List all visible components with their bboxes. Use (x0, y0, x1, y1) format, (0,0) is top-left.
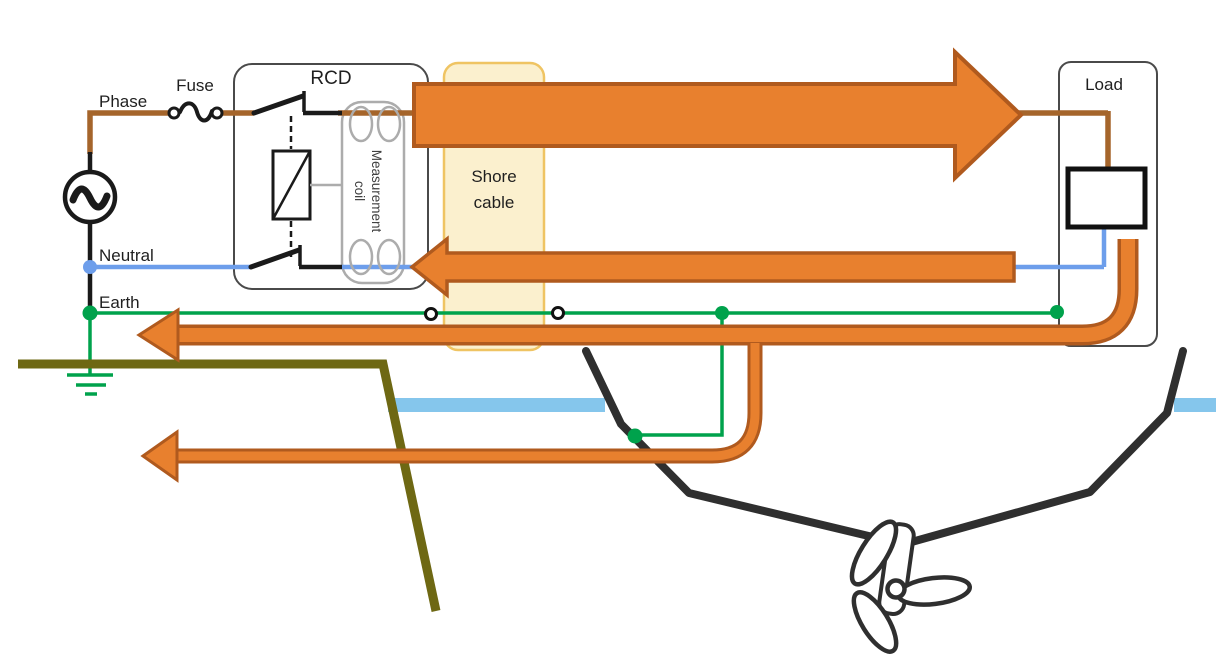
fuse-terminal-left (167, 106, 181, 120)
trip-relay-diagonal (271, 150, 312, 220)
measurement-coil-label-line2: coil (352, 181, 367, 201)
neutral-label: Neutral (99, 246, 154, 265)
measurement-coil-label-line1: Measurement (369, 150, 384, 233)
neutral-junction-dot (83, 260, 97, 274)
wire-labels: Phase Fuse Neutral Earth (99, 76, 214, 312)
rcd-label: RCD (310, 68, 351, 89)
load-label: Load (1085, 75, 1123, 94)
water-left (388, 398, 605, 412)
shore-socket-connector (551, 306, 565, 320)
propeller-blade (849, 519, 899, 587)
boat-hull-right (904, 347, 1187, 547)
water-right (1174, 398, 1216, 412)
water-fault-band (175, 343, 760, 461)
phase-current-arrow (412, 47, 1024, 183)
fuse-label: Fuse (176, 76, 214, 95)
earth-load-end-dot (1050, 305, 1064, 319)
rcd-unit: RCD Measurement coil (233, 63, 429, 290)
quay-wall-line (18, 359, 441, 612)
measurement-coil-box (340, 100, 406, 285)
load-element (1065, 166, 1148, 230)
water-fault-arrowhead (140, 429, 179, 483)
rcd-phase-switch-blade (251, 93, 306, 116)
propeller-hub (885, 578, 907, 600)
earth-fault-arrowhead (136, 307, 180, 363)
earth-fault-band (175, 239, 1135, 342)
load-box (1058, 61, 1158, 347)
rcd-box (233, 63, 429, 290)
fuse-terminal-right (210, 106, 224, 120)
neutral-current-arrow (409, 235, 1016, 299)
rcd-neutral-switch-blade (248, 247, 302, 270)
coil-loop-icon (348, 105, 374, 143)
earth-hull-bond-wire (639, 315, 724, 437)
load-unit: Load (1058, 61, 1158, 347)
earth-junction-dot (82, 305, 98, 321)
current-flows (136, 47, 1139, 483)
environment (18, 347, 1216, 654)
coil-loop-icon (376, 238, 402, 276)
shore-plug-connector (424, 307, 438, 321)
phase-wire-source (87, 110, 169, 154)
propeller-blade (851, 590, 899, 654)
shore-cable-label-line1: Shore (471, 167, 516, 186)
boat-hull-left (582, 347, 881, 542)
earth-bond-tap-dot (715, 306, 729, 320)
coil-loop-icon (376, 105, 402, 143)
fuse-element-icon (178, 101, 214, 123)
hull-bond-dot (627, 428, 643, 444)
shore-cable-label-line2: cable (474, 193, 515, 212)
propeller-icon (849, 519, 973, 654)
phase-label: Phase (99, 92, 147, 111)
ac-sine-icon (69, 185, 111, 211)
earth-label: Earth (99, 293, 140, 312)
coil-loop-icon (348, 238, 374, 276)
junctions (82, 260, 1064, 444)
